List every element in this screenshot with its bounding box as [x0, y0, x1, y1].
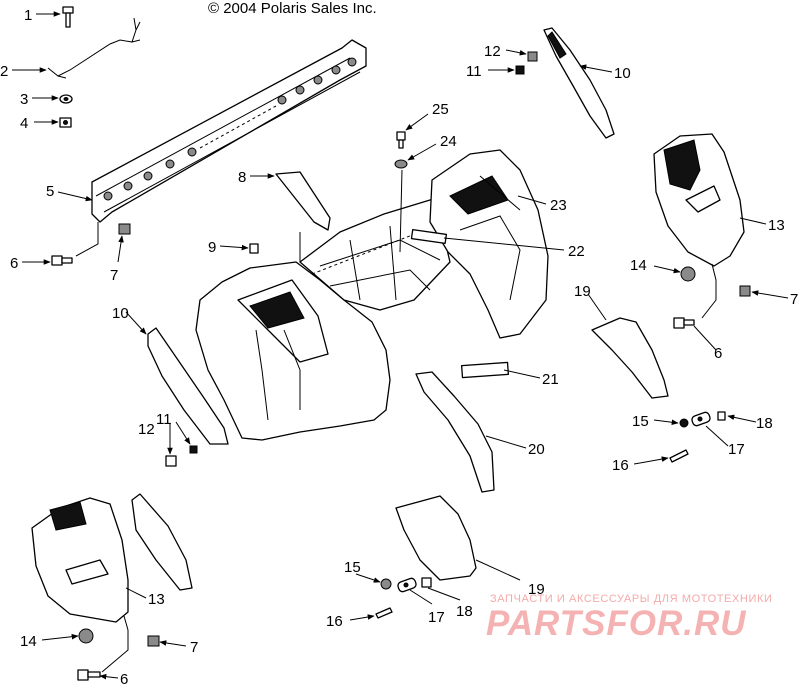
part-6-bolt-bottom: [77, 669, 101, 681]
part-16-screw-right: [669, 449, 689, 463]
part-13-shield-left: [131, 493, 193, 591]
part-6-bolt-right: [673, 317, 695, 329]
callout-22: 22: [568, 243, 585, 260]
callout-3: 3: [20, 91, 28, 108]
callout-11a: 11: [156, 411, 172, 428]
leader-lines: [12, 11, 789, 680]
part-6-bolt-left: [51, 255, 73, 266]
part-18-nut-bottom: [421, 577, 432, 588]
part-13-panel-right: [653, 133, 745, 281]
part-13-panel-left: [31, 497, 129, 631]
part-12-clip-left: [165, 455, 177, 467]
part-19-flap-bottom: [395, 495, 477, 581]
part-8-panel: [275, 171, 331, 231]
part-3-washer-hole: [63, 97, 69, 101]
callout-9: 9: [208, 239, 216, 256]
callout-12a: 12: [138, 421, 155, 438]
copyright-notice: © 2004 Polaris Sales Inc.: [208, 0, 377, 17]
callout-19b: 19: [528, 581, 545, 598]
callout-14b: 14: [20, 633, 37, 650]
part-10-flap-left: [147, 327, 229, 445]
part-17-bracket-right: [691, 411, 711, 427]
callout-7a: 7: [110, 267, 118, 284]
part-20-flap: [415, 371, 495, 493]
part-9-clip: [249, 243, 259, 254]
callout-6c: 6: [120, 671, 128, 686]
part-18-nut-right: [717, 411, 726, 421]
part-6-link-bottom: [101, 630, 129, 673]
part-11-screw-right: [515, 65, 525, 75]
callout-2: 2: [0, 63, 8, 80]
callout-16b: 16: [326, 613, 343, 630]
part-7-link: [75, 222, 99, 257]
part-11-screw-left: [189, 445, 198, 454]
part-4-nut: [59, 117, 72, 128]
part-21-decal: [460, 361, 510, 379]
callout-15a: 15: [632, 413, 649, 430]
callout-21: 21: [542, 371, 559, 388]
callout-18a: 18: [756, 415, 773, 432]
callout-4: 4: [20, 115, 28, 132]
callout-14a: 14: [630, 257, 647, 274]
callout-16a: 16: [612, 457, 629, 474]
part-12-clip-right: [527, 51, 538, 62]
watermark-logo: PARTSFOR.RU: [486, 604, 747, 643]
part-17-bracket-bottom: [397, 577, 417, 593]
callout-10b: 10: [614, 65, 631, 82]
part-19-flap-right: [591, 317, 669, 399]
part-24-washer: [394, 159, 408, 169]
callout-7b: 7: [790, 291, 798, 308]
callout-13a: 13: [768, 217, 785, 234]
callout-13b: 13: [148, 591, 165, 608]
callout-6a: 6: [10, 255, 18, 272]
callout-23: 23: [550, 197, 567, 214]
watermark-subtitle: ЗАПЧАСТИ И АКСЕССУАРЫ ДЛЯ МОТОТЕХНИКИ: [490, 593, 773, 605]
rear-fender-body: [195, 149, 549, 441]
callout-7c: 7: [190, 639, 198, 656]
part-5-rail: [91, 39, 367, 223]
callout-18b: 18: [456, 603, 473, 620]
callout-12b: 12: [484, 43, 501, 60]
callout-17a: 17: [728, 441, 745, 458]
callout-15b: 15: [344, 559, 361, 576]
part-15-nut-right: [679, 418, 689, 428]
callout-24: 24: [440, 133, 457, 150]
callout-numbers: 1 2 3 4 5 6 7 8 9 10 11 12 12 11 10 25 2…: [0, 7, 798, 686]
part-10-flap-right-shade: [547, 31, 567, 59]
part-2-harness: [47, 17, 141, 79]
part-25-push-rivet: [396, 131, 406, 149]
part-6-link-right: [701, 280, 717, 319]
callout-17b: 17: [428, 609, 445, 626]
part-16-screw-bottom: [375, 607, 393, 619]
callout-6b: 6: [714, 345, 722, 362]
part-14-grommet-left: [78, 628, 94, 644]
part-1-bolt: [62, 6, 74, 28]
part-14-grommet-right: [680, 266, 696, 282]
callout-20: 20: [528, 441, 545, 458]
part-15-nut-bottom: [380, 578, 392, 590]
callout-25: 25: [432, 101, 449, 118]
part-7-nut-left: [118, 223, 131, 235]
part-22-decal: [410, 229, 448, 244]
callout-1: 1: [24, 7, 32, 24]
callout-19a: 19: [574, 283, 591, 300]
callout-11b: 11: [466, 63, 482, 80]
callout-10a: 10: [112, 305, 129, 322]
callout-5: 5: [46, 183, 54, 200]
part-7-nut-bottom: [147, 635, 160, 647]
callout-8: 8: [238, 169, 246, 186]
part-7-nut-right: [739, 285, 751, 297]
